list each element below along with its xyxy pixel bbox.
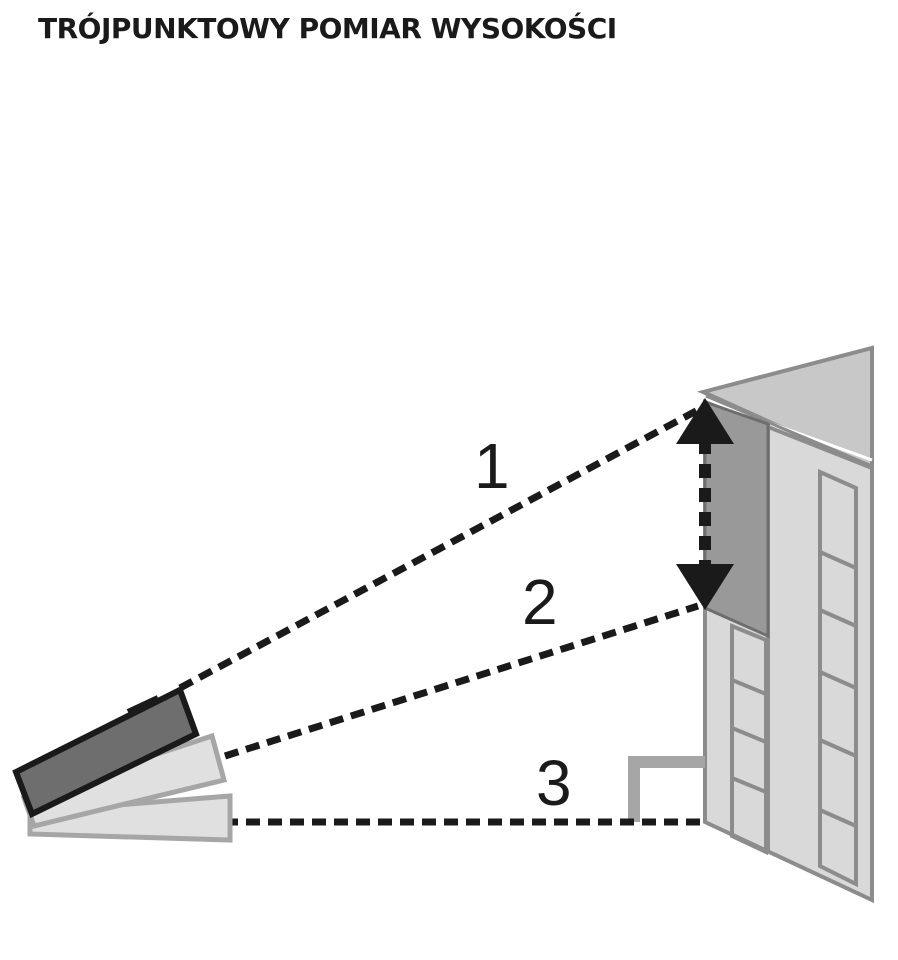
arrow-head-up-icon [676, 398, 734, 444]
building [628, 345, 874, 904]
measurement-lines [178, 406, 706, 826]
diagram-title: TRÓJPUNKTOWY POMIAR WYSOKOŚCI [38, 12, 617, 45]
measuring-device [12, 685, 233, 843]
label-measurement-1: 1 [474, 430, 510, 502]
arrow-head-down-icon [676, 564, 734, 610]
height-arrow [676, 398, 734, 610]
right-angle-marker [628, 756, 705, 822]
label-measurement-3: 3 [536, 747, 572, 819]
measurement-line-1 [178, 406, 700, 692]
device-position-1 [12, 685, 200, 819]
label-measurement-2: 2 [522, 566, 558, 638]
window-column-left [730, 623, 768, 856]
measurement-line-2 [223, 602, 700, 760]
device-position-3 [27, 793, 233, 843]
window-column-right [818, 468, 858, 888]
